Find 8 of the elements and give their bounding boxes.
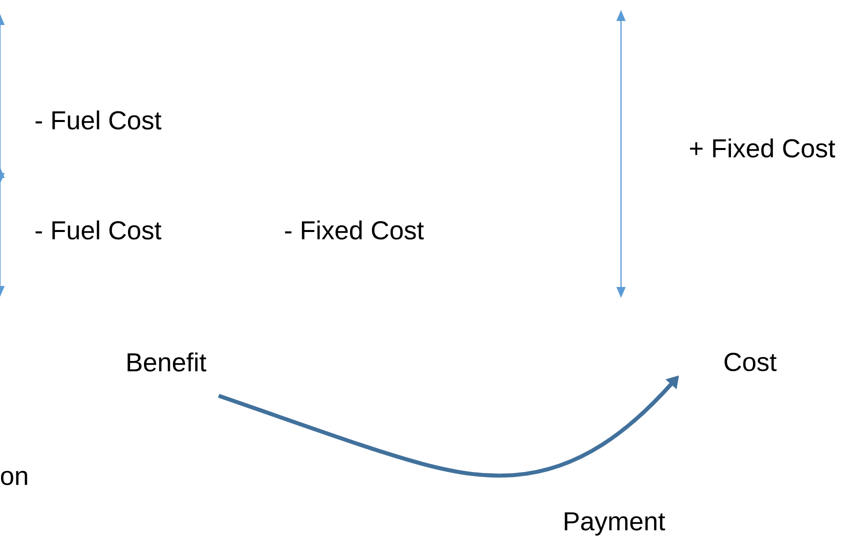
text-label: - Fixed Cost (285, 220, 424, 240)
text-label: on (1, 470, 28, 486)
text-label: + Fixed Cost (690, 138, 836, 158)
node-label: Benefit (128, 352, 206, 372)
text-label: - Fuel Cost (36, 220, 162, 240)
text-label: - Fuel Cost (36, 110, 162, 130)
edge-label: Payment (560, 510, 668, 538)
node-label: Cost (724, 352, 777, 372)
